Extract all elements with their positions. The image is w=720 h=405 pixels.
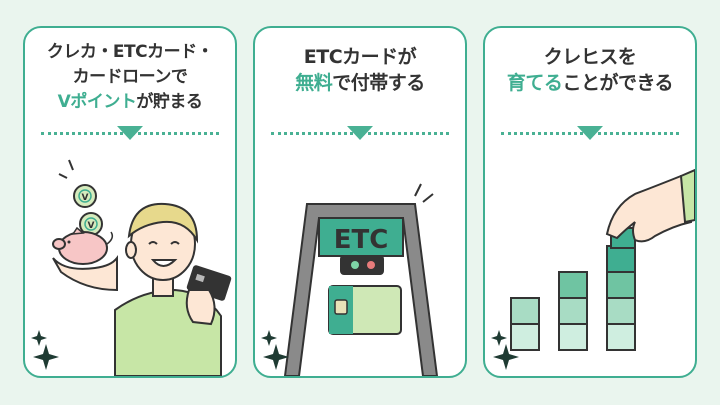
title-line-3: Vポイントが貯まる [25, 90, 235, 115]
title-highlight: Vポイント [57, 92, 137, 112]
panel-credit-history-title: クレヒスを 育てることができる [485, 44, 695, 96]
divider-arrow [41, 126, 219, 140]
divider-arrow [271, 126, 449, 140]
title-line-2: 無料で付帯する [255, 70, 465, 96]
etc-gate-icon: ETC [283, 183, 439, 376]
credit-card-icon [185, 265, 232, 326]
panel-etc-title: ETCカードが 無料で付帯する [255, 44, 465, 96]
hand-icon [605, 168, 695, 243]
piggy-bank-icon [52, 226, 118, 292]
credit-history-illustration [491, 168, 695, 370]
panel-points: クレカ・ETCカード・ カードローンで Vポイントが貯まる V V [23, 26, 237, 378]
sparkle-icon [31, 330, 59, 370]
etc-card-icon [328, 285, 402, 335]
svg-text:V: V [82, 193, 89, 203]
title-line-2: 育てることができる [485, 70, 695, 96]
title-line-2: カードローンで [72, 67, 188, 87]
title-rest: が貯まる [136, 92, 203, 112]
title-line-1: ETCカードが [303, 46, 417, 68]
divider-arrow [501, 126, 679, 140]
title-line-1: クレカ・ETCカード・ [46, 42, 214, 62]
etc-illustration: ETC [261, 183, 439, 376]
person-icon [114, 202, 222, 376]
title-rest: ことができる [562, 72, 674, 94]
points-illustration: V V [31, 159, 232, 376]
title-highlight: 育てる [506, 72, 563, 94]
panel-etc: ETCカードが 無料で付帯する ETC [253, 26, 467, 378]
panel-credit-history: クレヒスを 育てることができる [483, 26, 697, 378]
gate-label: ETC [334, 225, 389, 255]
title-highlight: 無料 [295, 72, 333, 94]
svg-text:V: V [88, 221, 95, 231]
title-rest: で付帯する [332, 72, 425, 94]
block-stack-icon [510, 227, 636, 351]
title-line-1: クレヒスを [543, 46, 637, 68]
panel-points-title: クレカ・ETCカード・ カードローンで Vポイントが貯まる [25, 40, 235, 115]
sparkle-icon [491, 330, 519, 370]
coin-icon: V V [58, 159, 103, 236]
sparkle-icon [261, 330, 289, 370]
